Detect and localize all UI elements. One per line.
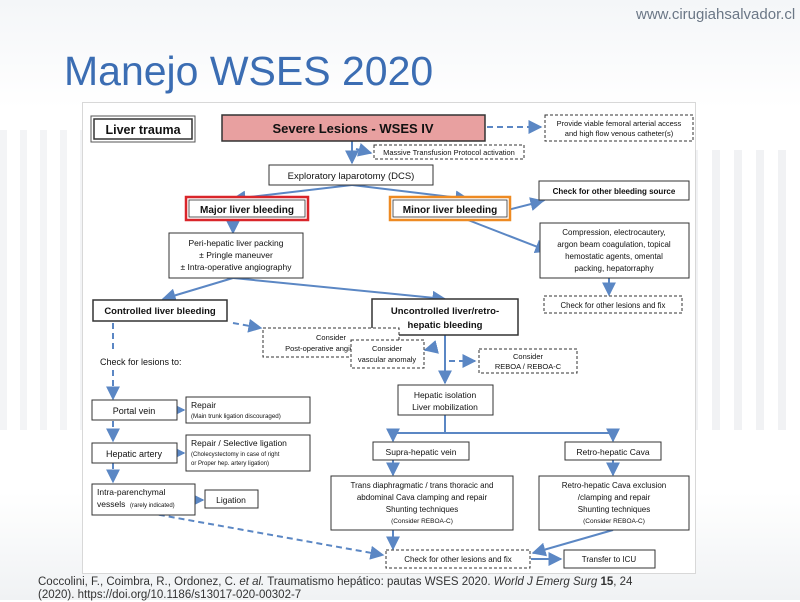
portal-vein-box: Portal vein [91, 399, 178, 421]
svg-text:hepatic bleeding: hepatic bleeding [408, 320, 483, 331]
svg-text:Provide viable femoral arteria: Provide viable femoral arterial access [557, 119, 682, 128]
check-lesions-fix-box-1: Check for other lesions and fix [543, 295, 683, 314]
severe-lesions-box: Severe Lesions - WSES IV [221, 114, 486, 142]
transfer-icu-box: Transfer to ICU [563, 549, 656, 569]
check-lesions-to-label: Check for lesions to: [100, 357, 182, 367]
repair-box: Repair (Main trunk ligation discouraged) [185, 396, 311, 424]
svg-text:± Pringle maneuver: ± Pringle maneuver [199, 250, 273, 260]
consider-vascular-anomaly-box: Consider vascular anomaly [350, 339, 425, 369]
flow-arrows [161, 141, 620, 566]
svg-text:Peri-hepatic liver packing: Peri-hepatic liver packing [189, 238, 284, 248]
citation-journal: World J Emerg Surg [493, 576, 598, 588]
svg-text:Major liver bleeding: Major liver bleeding [200, 205, 294, 216]
svg-text:(Consider REBOA-C): (Consider REBOA-C) [391, 518, 453, 525]
svg-text:Portal vein: Portal vein [113, 406, 156, 416]
massive-transfusion-box: Massive Transfusion Protocol activation [373, 144, 525, 160]
minor-liver-bleeding-box: Minor liver bleeding [388, 195, 512, 222]
svg-text:Transfer to ICU: Transfer to ICU [582, 555, 637, 564]
svg-text:(rarely indicated): (rarely indicated) [130, 503, 175, 509]
svg-text:Consider: Consider [372, 344, 403, 353]
ligation-box: Ligation [204, 489, 259, 509]
svg-text:Intra-parenchymal: Intra-parenchymal [97, 487, 166, 497]
svg-text:or Proper hep. artery ligation: or Proper hep. artery ligation) [191, 461, 269, 467]
svg-text:Check for other lesions and fi: Check for other lesions and fix [561, 301, 666, 310]
citation: Coccolini, F., Coimbra, R., Ordonez, C. … [38, 576, 758, 602]
citation-doi[interactable]: (2020). https://doi.org/10.1186/s13017-0… [38, 589, 302, 601]
citation-et-al: et al. [239, 576, 265, 588]
svg-text:Repair / Selective ligation: Repair / Selective ligation [191, 438, 287, 448]
dashed-arrows [106, 120, 616, 560]
intraparenchymal-vessels-box: Intra-parenchymal vessels (rarely indica… [91, 483, 196, 516]
flowchart-panel: Liver trauma Severe Lesions - WSES IV Pr… [82, 102, 696, 574]
repair-selective-ligation-box: Repair / Selective ligation (Cholecystec… [185, 434, 311, 472]
svg-text:± Intra-operative angiography: ± Intra-operative angiography [181, 262, 293, 272]
site-url[interactable]: www.cirugiahsalvador.cl [636, 6, 796, 23]
svg-text:Retro-hepatic Cava exclusion: Retro-hepatic Cava exclusion [562, 481, 667, 490]
citation-authors: Coccolini, F., Coimbra, R., Ordonez, C. [38, 576, 240, 588]
svg-text:Check for other bleeding sourc: Check for other bleeding source [553, 187, 676, 196]
hepatic-isolation-box: Hepatic isolation Liver mobilization [397, 384, 494, 416]
background-watermark-right [690, 150, 800, 430]
svg-text:Ligation: Ligation [216, 495, 246, 505]
svg-text:Uncontrolled liver/retro-: Uncontrolled liver/retro- [391, 306, 499, 317]
svg-text:/clamping and repair: /clamping and repair [578, 493, 651, 502]
svg-text:Minor liver bleeding: Minor liver bleeding [403, 205, 497, 216]
svg-text:Severe Lesions - WSES IV: Severe Lesions - WSES IV [272, 121, 433, 136]
controlled-bleeding-box: Controlled liver bleeding [92, 299, 228, 322]
check-lesions-fix-box-2: Check for other lesions and fix [385, 549, 531, 569]
background-watermark-left [0, 130, 90, 430]
svg-text:Post-operative angiography: Post-operative angiography [285, 344, 377, 353]
svg-text:Exploratory laparotomy (DCS): Exploratory laparotomy (DCS) [288, 171, 415, 182]
citation-volume: 15 [600, 576, 614, 588]
svg-text:Trans diaphragmatic / trans th: Trans diaphragmatic / trans thoracic and [351, 481, 494, 490]
svg-text:abdominal Cava clamping and re: abdominal Cava clamping and repair [357, 493, 488, 502]
major-liver-bleeding-box: Major liver bleeding [184, 195, 310, 222]
viable-access-box: Provide viable femoral arterial access a… [544, 114, 694, 142]
uncontrolled-bleeding-box: Uncontrolled liver/retro- hepatic bleedi… [371, 298, 519, 336]
svg-text:Check for other lesions and fi: Check for other lesions and fix [404, 555, 512, 564]
compression-box: Compression, electrocautery, argon beam … [539, 222, 690, 279]
suprahepatic-vein-box: Supra-hepatic vein [372, 441, 470, 461]
svg-text:(Consider REBOA-C): (Consider REBOA-C) [583, 518, 645, 525]
svg-text:packing, hepatorraphy: packing, hepatorraphy [574, 264, 653, 273]
citation-pages: , 24 [613, 576, 633, 588]
svg-text:Controlled liver bleeding: Controlled liver bleeding [104, 306, 216, 317]
svg-text:Consider: Consider [513, 352, 544, 361]
exploratory-laparotomy-box: Exploratory laparotomy (DCS) [268, 164, 434, 186]
retro-cava-exclusion-box: Retro-hepatic Cava exclusion /clamping a… [538, 475, 690, 531]
svg-text:Hepatic artery: Hepatic artery [106, 449, 163, 459]
check-bleeding-source-box: Check for other bleeding source [538, 180, 690, 201]
consider-reboa-box: Consider REBOA / REBOA-C [478, 348, 578, 374]
svg-text:Compression, electrocautery,: Compression, electrocautery, [562, 228, 665, 237]
svg-text:argon beam coagulation, topica: argon beam coagulation, topical [557, 240, 671, 249]
trans-diaphragmatic-box: Trans diaphragmatic / trans thoracic and… [330, 475, 514, 531]
svg-text:Supra-hepatic vein: Supra-hepatic vein [386, 447, 457, 457]
svg-text:(Cholecystectomy in case of ri: (Cholecystectomy in case of right [191, 452, 280, 458]
svg-text:Retro-hepatic Cava: Retro-hepatic Cava [576, 447, 650, 457]
hepatic-artery-box: Hepatic artery [91, 442, 178, 464]
svg-text:vascular anomaly: vascular anomaly [358, 355, 417, 364]
svg-text:Liver mobilization: Liver mobilization [412, 402, 478, 412]
retrohepatic-cava-box: Retro-hepatic Cava [564, 441, 662, 461]
svg-text:Hepatic isolation: Hepatic isolation [414, 390, 477, 400]
svg-text:(Main trunk ligation discourag: (Main trunk ligation discouraged) [191, 413, 281, 420]
liver-trauma-box: Liver trauma [90, 115, 196, 143]
svg-text:hemostatic agents, omental: hemostatic agents, omental [565, 252, 663, 261]
svg-text:Repair: Repair [191, 400, 216, 410]
svg-text:Shunting techniques: Shunting techniques [386, 505, 459, 514]
citation-title: Traumatismo hepático: pautas WSES 2020. [264, 576, 494, 588]
slide-title: Manejo WSES 2020 [64, 48, 434, 94]
svg-text:REBOA / REBOA-C: REBOA / REBOA-C [495, 362, 562, 371]
svg-text:Shunting techniques: Shunting techniques [578, 505, 651, 514]
svg-text:Massive Transfusion Protocol a: Massive Transfusion Protocol activation [383, 148, 515, 157]
flowchart: Liver trauma Severe Lesions - WSES IV Pr… [90, 114, 694, 569]
liver-packing-box: Peri-hepatic liver packing ± Pringle man… [168, 232, 304, 279]
svg-text:vessels: vessels [97, 499, 125, 509]
svg-text:Consider: Consider [316, 333, 347, 342]
svg-text:Liver trauma: Liver trauma [105, 123, 181, 137]
svg-text:and high flow venous catheter(: and high flow venous catheter(s) [565, 129, 674, 138]
